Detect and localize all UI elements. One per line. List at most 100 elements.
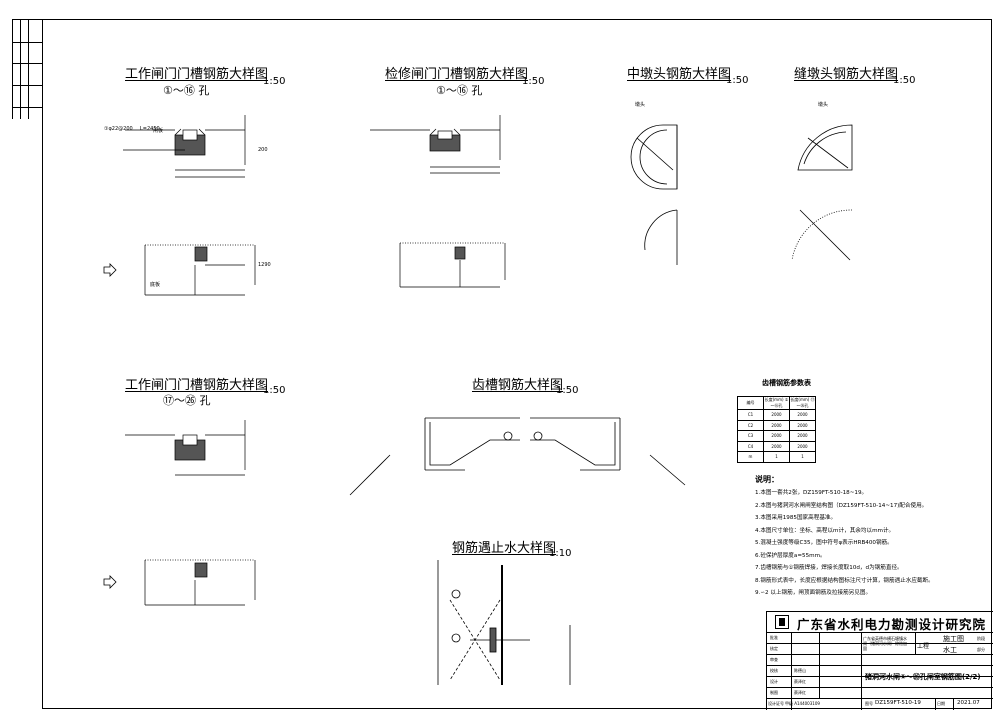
scale-label: 1:50 <box>726 75 749 86</box>
institute-header: 广东省水利电力勘测设计研究院 <box>767 612 993 633</box>
scale-label: 1:50 <box>556 385 579 396</box>
waterstop-drawing <box>437 560 571 685</box>
stage-label: 阶段 <box>977 636 985 641</box>
institute-name: 广东省水利电力勘测设计研究院 <box>797 617 987 632</box>
hole-range: ①～⑯ 孔 <box>436 84 483 97</box>
note-item: 7.齿槽钢筋与①钢筋焊接，焊接长度取10d，d为钢筋直径。 <box>755 565 903 571</box>
hole-range: ①～⑯ 孔 <box>163 84 210 97</box>
hole-range: ⑰～㉖ 孔 <box>163 394 211 407</box>
signer-name: 蔡泽红 <box>794 679 806 684</box>
arrow-icon <box>103 263 117 277</box>
view-title-seam-pier: 缝墩头钢筋大样图 <box>794 67 899 82</box>
date-value: 2021.07 <box>957 700 980 706</box>
param-table-title: 齿槽钢筋参数表 <box>762 379 811 387</box>
role-label: 核定 <box>770 646 778 651</box>
gate-slot-section-1b <box>144 244 256 296</box>
view-title-mid-pier: 中墩头钢筋大样图 <box>627 67 732 82</box>
gate-slot-section-2b <box>144 559 256 606</box>
table-cell: C4 <box>737 440 764 452</box>
svg-text:闸板: 闸板 <box>153 127 163 134</box>
signer-name: 陈德山 <box>794 668 806 673</box>
discipline-value: 水工 <box>943 646 957 654</box>
scale-label: 1:50 <box>263 76 286 87</box>
gate-slot-detail-1a: 闸板 <box>123 115 246 178</box>
table-cell: 2000 <box>763 430 790 442</box>
table-header: 编号 <box>737 396 764 410</box>
role-label: 校核 <box>770 668 778 673</box>
gate-slot-detail-2a <box>125 420 246 476</box>
view-title-waterstop: 钢筋遇止水大样图 <box>452 541 557 556</box>
note-item: 5.混凝土强度等级C35，图中符号φ表示HRB400钢筋。 <box>755 540 893 546</box>
table-cell: 1 <box>763 451 790 463</box>
binding-strip <box>12 19 42 709</box>
table-header-row: 编号 长度(mm) ①～⑯孔 长度(mm) ⑰～㉖孔 <box>737 396 816 410</box>
seam-pier-head-drawing: 墩头 <box>791 101 853 261</box>
note-item: 3.本图采用1985国家高程基准。 <box>755 515 837 521</box>
binding-line <box>28 19 29 119</box>
table-cell: 2000 <box>789 409 816 421</box>
floor-slab-label: 底板 <box>150 282 161 288</box>
view-title-work-gate-1: 工作闸门门槽钢筋大样图 <box>125 67 269 82</box>
table-header: 长度(mm) ⑰～㉖孔 <box>789 396 816 410</box>
drawing-title: 猪洞河水闸①～㉖孔闸室钢筋图(2/2) <box>865 673 981 681</box>
scale-label: 1:50 <box>263 385 286 396</box>
scale-label: 1:10 <box>549 548 572 559</box>
scale-label: 1:50 <box>893 75 916 86</box>
rebar-callout: ①φ22@200 <box>104 126 133 132</box>
table-cell: C1 <box>737 409 764 421</box>
stage-value: 施工图 <box>943 635 964 643</box>
signer-name: 蔡泽红 <box>794 690 806 695</box>
bar-length: L=2450 <box>140 126 160 132</box>
table-cell: 2000 <box>789 419 816 431</box>
arrow-icon <box>103 575 117 589</box>
table-cell: 2000 <box>763 440 790 452</box>
project-name: 广东省英德市横石塘镇水闸（猪洞河水闸）除险加固 <box>863 636 907 651</box>
discipline-label: 部分 <box>977 647 985 652</box>
notes-title: 说明： <box>755 475 779 484</box>
table-cell: 1 <box>789 451 816 463</box>
view-title-maint-gate: 检修闸门门槽钢筋大样图 <box>385 67 529 82</box>
table-cell: 2000 <box>789 440 816 452</box>
notes-block: 说明： 1.本图一套共2张，DZ159FT-510-18~19。 2.本图与猪洞… <box>755 474 985 600</box>
drawing-frame <box>42 19 992 709</box>
note-item: 6.砼保护层厚度a=55mm。 <box>755 552 826 559</box>
drawing-no: DZ159FT-510-19 <box>875 700 921 706</box>
binding-line <box>20 19 21 119</box>
table-cell: C3 <box>737 430 764 442</box>
dim-label: 200 <box>258 147 268 153</box>
title-block: 广东省水利电力勘测设计研究院 批准 核定 审查 校核 设计 制图 设计证号 陈德… <box>766 611 993 710</box>
tooth-groove-drawing <box>349 417 686 496</box>
project-label: 工程 <box>917 643 930 650</box>
role-label: 设计证号 <box>768 701 784 706</box>
maint-slot-section-b <box>399 242 506 288</box>
svg-text:墩头: 墩头 <box>818 101 828 108</box>
scale-label: 1:50 <box>522 76 545 87</box>
institute-logo-icon <box>775 615 789 629</box>
role-label: 制图 <box>770 690 778 695</box>
role-label: 审查 <box>770 657 778 662</box>
table-cell: 2000 <box>763 419 790 431</box>
mid-pier-head-drawing: 墩头 <box>630 101 678 265</box>
table-cell: 2000 <box>763 409 790 421</box>
svg-text:墩头: 墩头 <box>635 101 645 108</box>
maint-slot-detail-a <box>370 115 501 174</box>
table-cell: m <box>737 451 764 463</box>
table-cell: C2 <box>737 419 764 431</box>
drawing-no-label: 图号 <box>865 701 873 706</box>
role-label: 批准 <box>770 635 778 640</box>
note-item: 1.本图一套共2张，DZ159FT-510-18~19。 <box>755 490 868 496</box>
note-item: 8.钢筋形式表中，长度应根据结构图标注尺寸计算，钢筋遇止水应截断。 <box>755 577 934 584</box>
role-label: 设计 <box>770 679 778 684</box>
note-item: 4.本图尺寸单位：坐标、高程以m计，其余均以mm计。 <box>755 527 895 534</box>
note-item: 9.∽2 以上钢筋，闸顶面钢筋及拉接筋另见图。 <box>755 590 872 596</box>
view-title-tooth-groove: 齿槽钢筋大样图 <box>472 378 564 393</box>
table-header: 长度(mm) ①～⑯孔 <box>763 396 790 410</box>
table-cell: 2000 <box>789 430 816 442</box>
dim-label: 1290 <box>258 262 271 268</box>
